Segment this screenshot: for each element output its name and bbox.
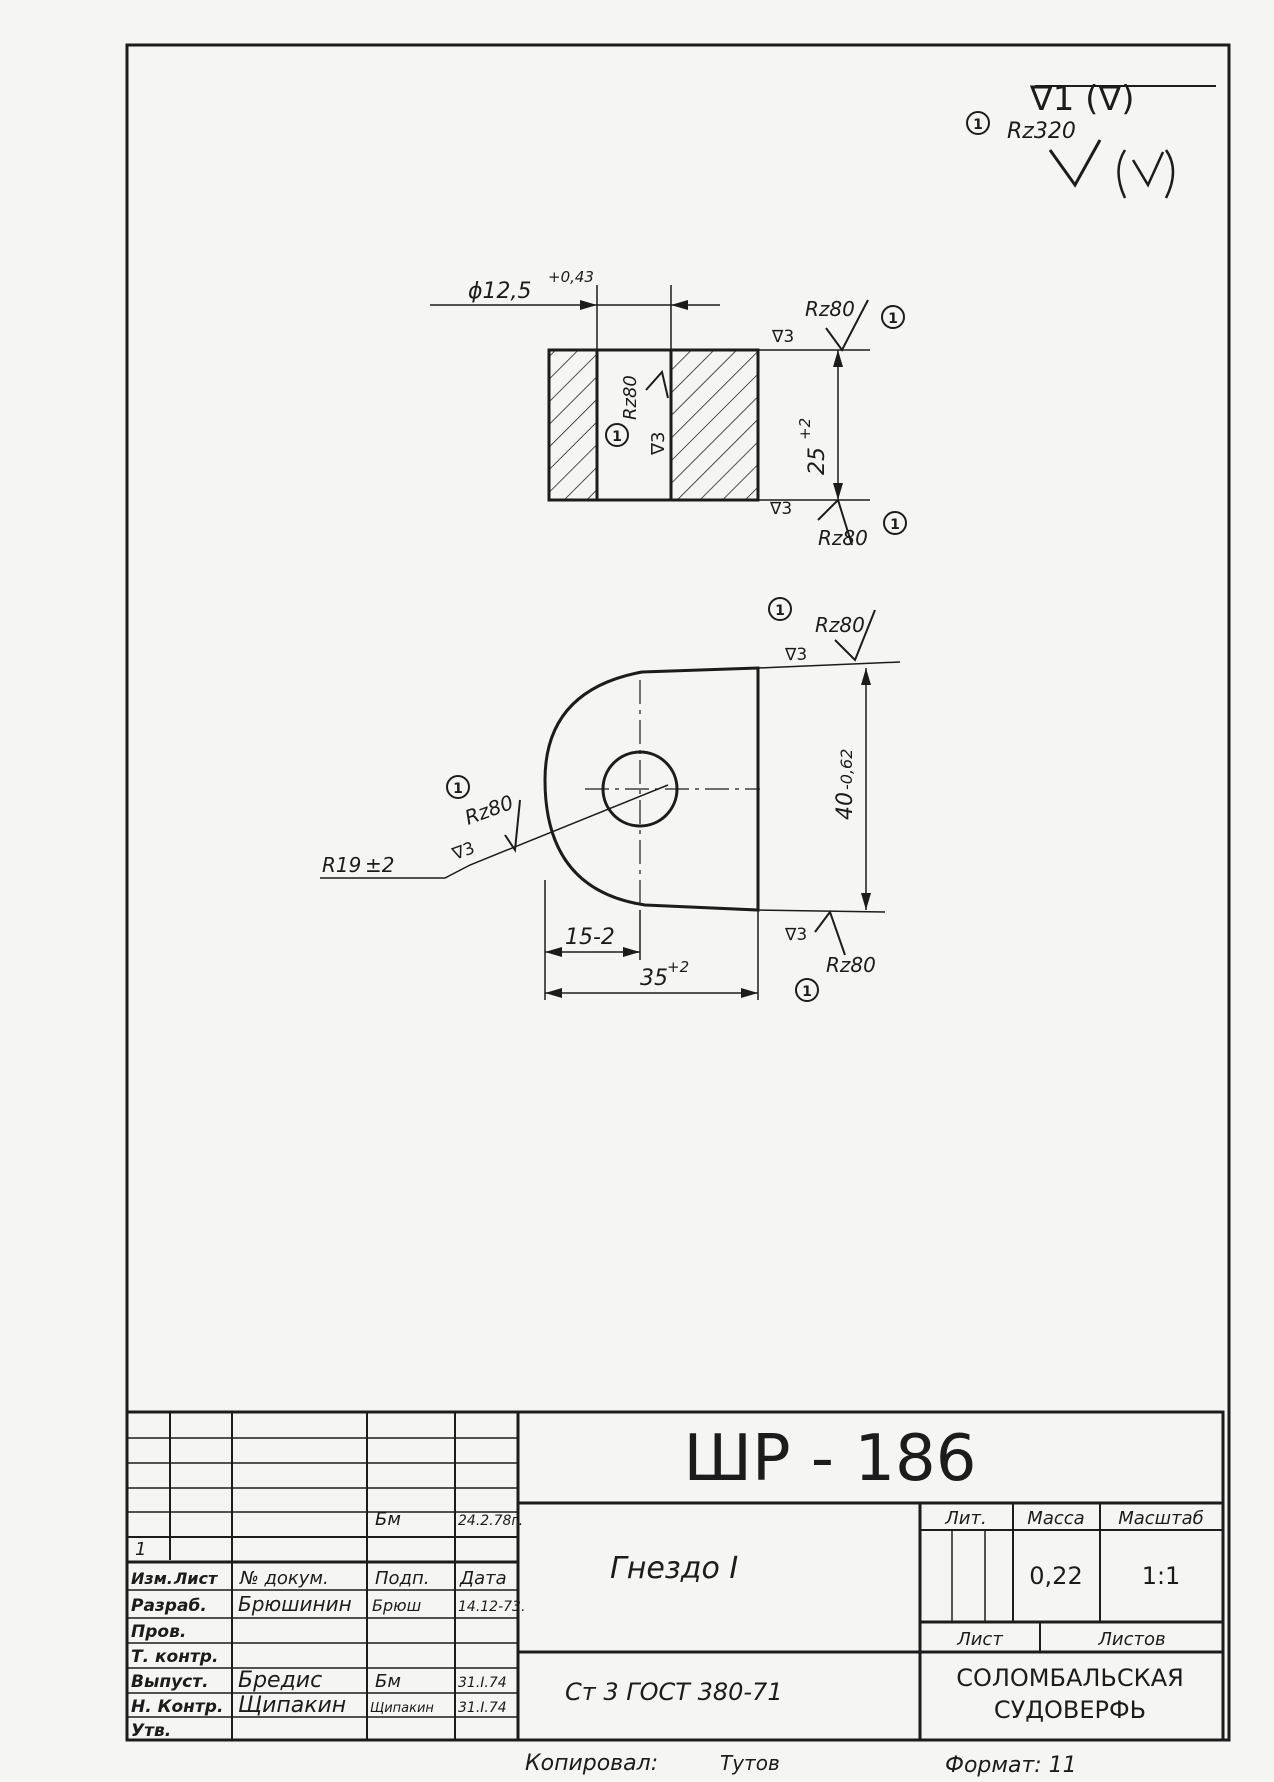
razrab-sig: Брюш [372, 1596, 422, 1615]
nkontr-date: 31.I.74 [458, 1700, 507, 1716]
front-top-class: ∇3 [784, 645, 807, 665]
part-name: Гнездо I [610, 1551, 738, 1586]
general-roughness-note-num: 1 [973, 117, 983, 133]
bottom-surface-rz: Rz80 [818, 526, 868, 550]
format-label: Формат: 11 [945, 1753, 1077, 1778]
height-dim: 25 [805, 447, 830, 475]
radius-tol: ±2 [365, 853, 394, 877]
drawing-number: ШР - 186 [684, 1422, 977, 1496]
lit-label: Лит. [944, 1508, 986, 1529]
vypusk-name: Бредис [238, 1668, 322, 1693]
height-tol: +2 [796, 418, 814, 440]
general-roughness-rz: Rz320 [1007, 119, 1076, 144]
top-surface-class: ∇3 [771, 327, 794, 347]
role-nkontr: Н. Контр. [131, 1697, 223, 1717]
hole-rz: Rz80 [620, 375, 641, 420]
rev-num: 1 [135, 1539, 146, 1560]
arc-class: ∇3 [449, 838, 478, 865]
sheets-label: Листов [1097, 1629, 1165, 1650]
hole-class: ∇3 [648, 432, 669, 457]
col-list: Лист [173, 1569, 219, 1588]
role-prov: Пров. [131, 1622, 186, 1642]
diameter-tol: +0,43 [548, 268, 594, 286]
material: Ст 3 ГОСТ 380-71 [565, 1678, 783, 1706]
general-roughness-note: 1 Rz320 ∇1 (∇) [966, 79, 1216, 199]
col-izm: Изм. [131, 1569, 173, 1588]
company-line2: СУДОВЕРФЬ [994, 1696, 1146, 1724]
top-surface-rz: Rz80 [805, 297, 855, 321]
front-bottom-rz: Rz80 [826, 953, 876, 977]
vypusk-date: 31.I.74 [458, 1675, 507, 1691]
mass-label: Масса [1027, 1508, 1084, 1529]
front-bottom-note-num: 1 [802, 984, 812, 1000]
dim-35: 35 [640, 966, 668, 991]
bottom-surface-class: ∇3 [769, 499, 792, 519]
col-date: Дата [459, 1568, 507, 1589]
razrab-date: 14.12-73. [458, 1599, 525, 1615]
arc-rz: Rz80 [462, 790, 517, 830]
col-sign: Подп. [375, 1568, 429, 1589]
drawing-frame [125, 43, 1231, 1742]
width-tol: -0,62 [837, 749, 856, 790]
vypusk-sig: Бм [375, 1671, 401, 1692]
role-utv: Утв. [131, 1721, 171, 1741]
mass-value: 0,22 [1029, 1562, 1082, 1590]
hole-note-num: 1 [612, 429, 622, 445]
diameter-dim: ϕ12,5 [468, 279, 532, 304]
top-surface-note-num: 1 [888, 311, 898, 327]
copied-label: Копировал: [525, 1751, 658, 1776]
scale-value: 1:1 [1142, 1562, 1181, 1590]
sheet-label: Лист [956, 1629, 1003, 1650]
radius-dim: R19 [322, 853, 361, 877]
front-top-rz: Rz80 [815, 613, 865, 637]
front-view: 1 Rz80 ∇3 ∇3 Rz80 1 40 -0,62 R19 ±2 1 Rz… [320, 597, 901, 1002]
width-dim: 40 [833, 792, 858, 820]
title-block: ШР - 186 Гнездо I Ст 3 ГОСТ 380-71 СОЛОМ… [125, 1410, 1225, 1742]
nkontr-name: Щипакин [238, 1693, 346, 1718]
front-bottom-class: ∇3 [784, 925, 807, 945]
role-tkontr: Т. контр. [131, 1647, 218, 1667]
nkontr-sig: Щипакин [370, 1701, 434, 1716]
bottom-surface-note-num: 1 [890, 517, 900, 533]
rev-sig: Бм [375, 1509, 401, 1530]
dim-35-tol: +2 [667, 958, 689, 976]
copied-signature: Тутов [720, 1751, 780, 1775]
rev-date: 24.2.78г. [458, 1513, 523, 1529]
roughness-check-icon [1048, 139, 1102, 188]
dim-15: 15-2 [565, 925, 615, 950]
sheet-footer: Копировал: Тутов Формат: 11 [525, 1751, 1077, 1778]
razrab-name: Брюшинин [238, 1592, 352, 1616]
col-doc: № докум. [239, 1568, 329, 1589]
role-vypusk: Выпуст. [131, 1672, 209, 1692]
arc-note-num: 1 [453, 781, 463, 797]
front-top-note-num: 1 [775, 603, 785, 619]
company-line1: СОЛОМБАЛЬСКАЯ [956, 1664, 1184, 1692]
role-razrab: Разраб. [131, 1596, 207, 1616]
scale-label: Масштаб [1118, 1508, 1204, 1529]
top-view-section: 1 Rz80 ∇3 ϕ12,5 +0,43 25 +2 Rz80 ∇3 1 ∇3… [430, 268, 907, 550]
